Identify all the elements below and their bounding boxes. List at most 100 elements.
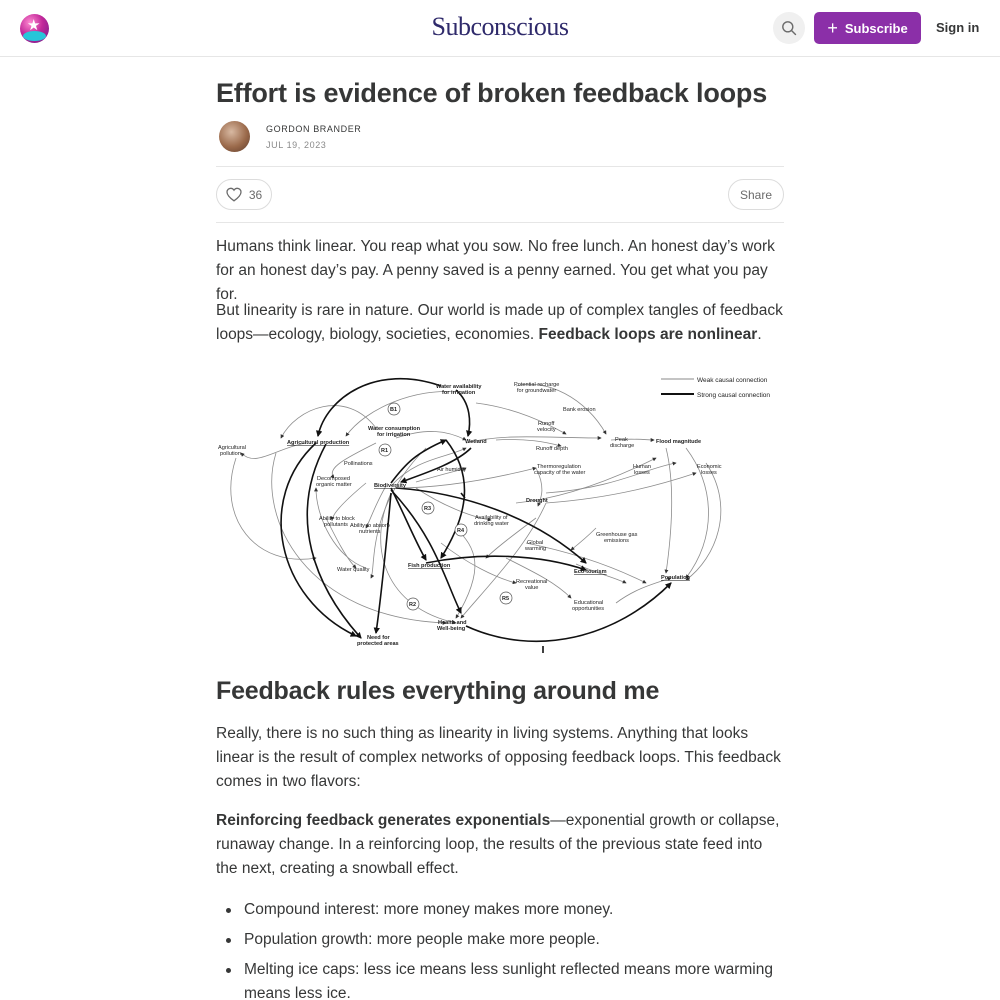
node-peak-discharge: Peak [615,437,628,443]
node-runoff-velocity: Runoff [538,421,555,427]
node-thermoregulation: Thermoregulation [537,464,581,470]
node-drinking-water: drinking water [474,521,509,527]
share-button[interactable]: Share [728,179,784,210]
heart-icon [226,187,242,202]
node-need-for-protected-areas: Need for [367,635,391,641]
section-heading: Feedback rules everything around me [216,677,660,705]
paragraph-text: —exponential growth or collapse, runaway… [216,812,780,877]
list-item: Population growth: more people make more… [216,928,786,952]
node-drought: Drought [526,498,548,504]
delay-mark [460,492,466,499]
divider [216,166,784,167]
node-population: Population [661,575,690,581]
node-potential-recharge: Potential recharge [514,382,559,388]
author-name[interactable]: GORDON BRANDER [266,124,362,134]
author-avatar[interactable] [219,121,250,152]
logo-star-icon: ★ [27,16,41,34]
node-flood-magnitude: Flood magnitude [656,439,701,445]
plus-icon: + [827,18,838,38]
loop-r1: R1 [381,448,388,454]
publication-logo-icon[interactable]: ★ [20,14,49,43]
node-need-for-protected-areas: protected areas [357,641,399,647]
node-peak-discharge: discharge [610,443,634,449]
node-decomposed-organic-matter: organic matter [316,482,352,488]
bold-text: Feedback loops are nonlinear [538,326,758,343]
node-drinking-water: Availability of [475,515,508,521]
node-educational-opportunities: Educational [574,600,603,606]
node-water-availability: Water availability [436,384,482,390]
node-water-availability: for irrigation [442,390,476,396]
node-educational-opportunities: opportunities [572,606,604,612]
node-human-losses: losses [634,470,650,476]
node-recreational-value: value [525,585,538,591]
publication-name[interactable]: Subconscious [431,12,570,41]
paragraph-text: . [757,326,762,343]
node-wetland: Wetland [465,439,487,445]
subscribe-label: Subscribe [844,20,908,36]
node-greenhouse-gas-emissions: emissions [604,538,629,544]
weak-connections [230,383,722,625]
search-icon [782,21,797,36]
paragraph: Humans think linear. You reap what you s… [216,238,775,303]
list-item: Compound interest: more money makes more… [216,898,786,922]
legend-weak-label: Weak causal connection [697,377,768,384]
node-runoff-depth: Runoff depth [536,446,568,452]
like-button[interactable]: 36 [216,179,272,210]
node-health-wellbeing: Well-being [437,626,466,632]
node-fish-production: Fish production [408,563,451,569]
strong-connections [280,377,672,643]
top-navigation: ★ Subconscious + Subscribe Sign in [0,0,1000,57]
node-human-losses: Human [633,464,651,470]
paragraph-text: But linearity is rare in nature. Our wor… [216,302,783,343]
node-thermoregulation: capacity of the water [534,470,585,476]
node-water-consumption: Water consumption [368,426,421,432]
node-bank-erosion: Bank erosion [563,407,596,413]
node-potential-recharge: for groundwater [517,388,556,394]
loop-r3: R3 [424,506,431,512]
bold-text: Reinforcing feedback generates exponenti… [216,812,551,829]
subscribe-button[interactable]: + Subscribe [814,12,921,44]
divider [216,222,784,223]
node-eco-tourism: Eco-tourism [574,569,607,575]
node-recreational-value: Recreational [516,579,547,585]
node-economic-losses: Economic [697,464,722,470]
node-ability-to-absorb-nutrients: nutrients [359,529,381,535]
post-date: JUL 19, 2023 [266,140,327,150]
node-decomposed-organic-matter: Decomposed [317,476,350,482]
node-greenhouse-gas-emissions: Greenhouse gas [596,532,638,538]
paragraph: But linearity is rare in nature. Our wor… [216,299,786,347]
legend-strong-label: Strong causal connection [697,392,770,399]
sign-in-link[interactable]: Sign in [936,20,980,35]
like-count: 36 [248,187,263,202]
node-ability-to-block-pollutants: Ability to block [319,516,355,522]
list-item: Melting ice caps: less ice means less su… [216,958,786,1000]
node-runoff-velocity: velocity [537,427,556,433]
loop-r4: R4 [457,528,465,534]
loop-r2: R2 [409,602,416,608]
loop-b1: B1 [390,407,397,413]
node-economic-losses: losses [701,470,717,476]
node-agricultural-pollution: pollution [220,451,241,457]
diagram-nodes: Water availability for irrigation Potent… [218,382,722,647]
paragraph: Reinforcing feedback generates exponenti… [216,809,786,881]
node-air-humidity: Air humidity [437,467,466,473]
node-health-wellbeing: Health and [438,620,467,626]
causal-loop-diagram[interactable]: Weak causal connection Strong causal con… [216,368,786,658]
node-global-warming: Global [527,540,543,546]
node-ability-to-block-pollutants: pollutants [324,522,348,528]
post-title: Effort is evidence of broken feedback lo… [216,78,768,108]
node-agricultural-pollution: Agricultural [218,445,246,451]
node-agricultural-production: Agricultural production [287,440,350,446]
node-water-consumption: for irrigation [377,432,411,438]
logo-ring-icon [23,31,46,41]
node-pollinations: Pollinations [344,461,373,467]
bullet-list: Compound interest: more money makes more… [216,898,786,1000]
search-button[interactable] [773,12,805,44]
node-biodiversity: Biodiversity [374,483,407,489]
node-global-warming: warming [524,546,546,552]
node-ability-to-absorb-nutrients: Ability to absorb [350,523,390,529]
node-water-quality: Water quality [337,567,370,573]
loop-markers: B1 R1 R3 R4 R2 R5 [378,402,513,611]
loop-r5: R5 [502,596,509,602]
paragraph: Really, there is no such thing as linear… [216,725,781,790]
